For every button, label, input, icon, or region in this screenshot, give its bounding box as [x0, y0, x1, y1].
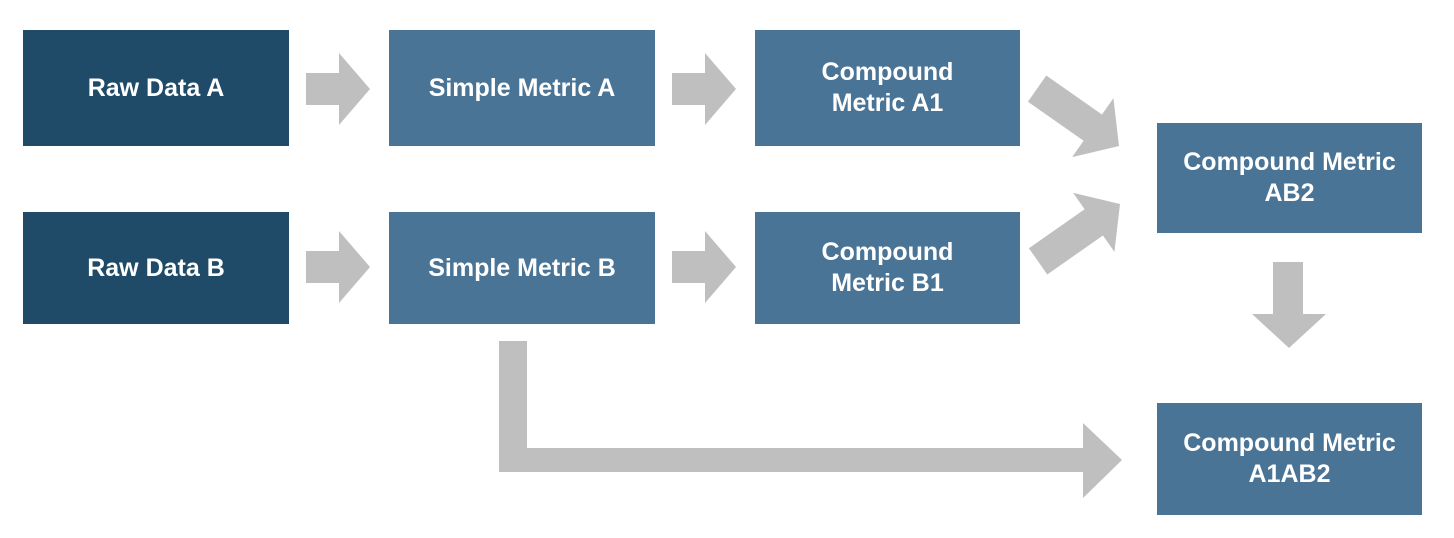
- node-raw-data-b: Raw Data B: [23, 212, 289, 324]
- arrow-simple-b-to-compound-a1ab2: [499, 341, 1122, 498]
- arrow-compound-b1-to-compound-ab2: [1028, 192, 1120, 275]
- node-compound-metric-b1: Compound Metric B1: [755, 212, 1020, 324]
- node-compound-metric-a1: Compound Metric A1: [755, 30, 1020, 146]
- node-compound-metric-a1ab2: Compound Metric A1AB2: [1157, 403, 1422, 515]
- node-raw-data-a: Raw Data A: [23, 30, 289, 146]
- arrow-compound-a1-to-compound-ab2: [1027, 75, 1119, 158]
- arrow-simple-a-to-compound-a1: [672, 53, 736, 125]
- node-compound-metric-a1-label: Compound Metric A1: [821, 58, 954, 117]
- node-compound-metric-ab2-label: Compound Metric AB2: [1183, 148, 1396, 207]
- node-simple-metric-b-label: Simple Metric B: [428, 253, 616, 282]
- node-simple-metric-a: Simple Metric A: [389, 30, 655, 146]
- arrow-raw-b-to-simple-b: [306, 231, 370, 303]
- arrow-raw-a-to-simple-a: [306, 53, 370, 125]
- node-compound-metric-a1ab2-label: Compound Metric A1AB2: [1183, 429, 1396, 488]
- node-compound-metric-ab2: Compound Metric AB2: [1157, 123, 1422, 233]
- node-raw-data-a-label: Raw Data A: [87, 73, 225, 102]
- node-simple-metric-b: Simple Metric B: [389, 212, 655, 324]
- node-raw-data-b-label: Raw Data B: [87, 253, 225, 282]
- node-simple-metric-a-label: Simple Metric A: [428, 73, 616, 102]
- node-compound-metric-b1-label: Compound Metric B1: [821, 238, 954, 297]
- arrow-simple-b-to-compound-b1: [672, 231, 736, 303]
- arrow-compound-ab2-to-compound-a1ab2: [1252, 262, 1326, 348]
